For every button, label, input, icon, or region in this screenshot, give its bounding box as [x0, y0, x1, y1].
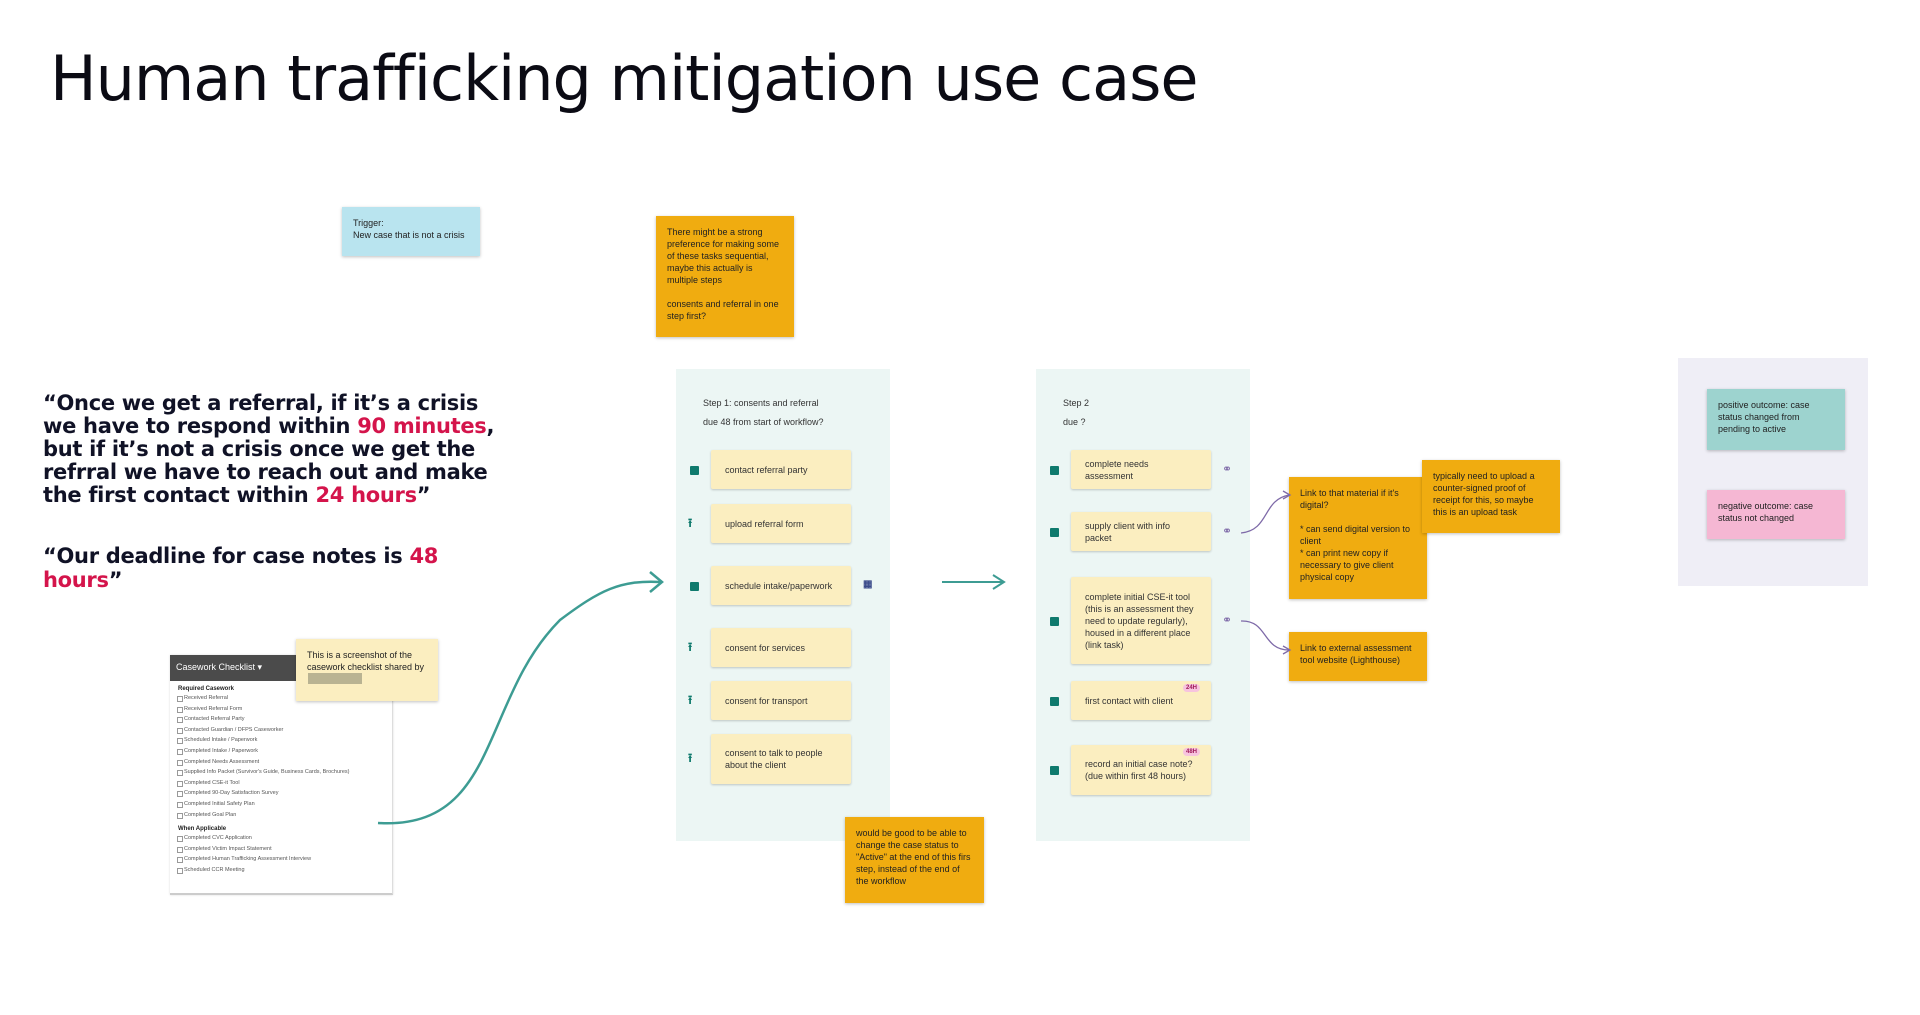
quote-text: “Our deadline for case notes is [43, 544, 410, 568]
upload-icon: ⭱ [688, 751, 693, 765]
checklist-section-heading: Required Casework [178, 686, 235, 692]
upload-icon: ⭱ [688, 692, 693, 707]
task-label: supply client with info packet [1085, 520, 1171, 543]
step1-task-card[interactable]: consent for transport [711, 681, 851, 720]
task-label: upload referral form [725, 518, 804, 529]
external-sticky-note[interactable]: Link to external assessment tool website… [1289, 632, 1427, 681]
deadline-badge: 48H [1183, 748, 1201, 756]
step2-task-card[interactable]: complete initial CSE-it tool (this is an… [1071, 577, 1211, 664]
quote-text: ” [108, 568, 123, 592]
step2-task-card[interactable]: complete needs assessment [1071, 450, 1211, 489]
checklist-item[interactable]: Supplied Info Packet (Survivor's Guide, … [170, 768, 392, 779]
step1-task-card[interactable]: consent to talk to people about the clie… [711, 734, 851, 784]
square-icon [1050, 696, 1059, 706]
task-label: complete needs assessment [1085, 458, 1149, 481]
link-icon[interactable]: ⚭ [1222, 612, 1233, 627]
task-label: consent to talk to people about the clie… [725, 748, 823, 770]
negative-outcome-note[interactable]: negative outcome: case status not change… [1707, 490, 1845, 539]
arrowhead [649, 571, 664, 593]
task-label: consent for services [725, 642, 806, 653]
step1-task-card[interactable]: upload referral form [711, 504, 851, 543]
checklist-item[interactable]: Contacted Guardian / DFPS Caseworker [170, 726, 392, 737]
checklist-title: Casework Checklist [176, 662, 256, 672]
trigger-sticky-note[interactable]: Trigger: New case that is not a crisis [342, 207, 480, 256]
checklist-item[interactable]: Scheduled CCR Meeting [170, 866, 392, 877]
task-label: complete initial CSE-it tool (this is an… [1085, 591, 1194, 650]
material-sticky-note[interactable]: Link to that material if it's digital? *… [1289, 477, 1427, 599]
square-icon [1050, 616, 1059, 626]
step1-title: Step 1: consents and referral [703, 398, 819, 408]
step1-task-card[interactable]: consent for services [711, 628, 851, 667]
checklist-item[interactable]: Received Referral Form [170, 705, 392, 716]
step2-task-card[interactable]: supply client with info packet [1071, 512, 1211, 551]
step1-due: due 48 from start of workflow? [703, 417, 824, 427]
square-icon [690, 465, 699, 475]
quote-text: ” [416, 483, 431, 507]
sequential-sticky-note[interactable]: There might be a strong preference for m… [656, 216, 794, 337]
step2-title: Step 2 [1063, 398, 1090, 408]
checklist-item[interactable]: Completed Victim Impact Statement [170, 845, 392, 856]
quote-highlight: 48 hours [43, 544, 439, 592]
square-icon [1050, 766, 1059, 775]
checklist-item[interactable]: Scheduled Intake / Paperwork [170, 736, 392, 747]
upload-icon: ⭱ [688, 515, 693, 530]
upload-icon: ⭱ [688, 639, 693, 654]
checklist-item[interactable]: Completed CVC Application [170, 834, 392, 845]
quote-highlight: 90 minutes [357, 414, 487, 438]
page-title: Human trafficking mitigation use case [50, 42, 1199, 115]
checklist-item[interactable]: Completed 90-Day Satisfaction Survey [170, 789, 392, 800]
task-label: first contact with client [1085, 695, 1174, 706]
checklist-item[interactable]: Completed Intake / Paperwork [170, 747, 392, 758]
arrowhead [992, 574, 1006, 590]
task-label: record an initial case note? (due within… [1085, 759, 1193, 781]
step2-due: due ? [1063, 417, 1086, 427]
checklist-item[interactable]: Received Referral [170, 694, 392, 705]
checklist-item[interactable]: Completed Human Trafficking Assessment I… [170, 855, 392, 866]
calendar-icon[interactable]: ▦ [863, 578, 873, 590]
task-label: contact referral party [725, 464, 808, 475]
checklist-item[interactable]: Completed Initial Safety Plan [170, 800, 392, 811]
positive-outcome-note[interactable]: positive outcome: case status changed fr… [1707, 389, 1845, 450]
link-icon[interactable]: ⚭ [1222, 523, 1233, 538]
checklist-item[interactable]: Completed CSE-it Tool [170, 779, 392, 790]
square-icon [1050, 527, 1059, 537]
task-label: schedule intake/paperwork [725, 580, 833, 591]
quote-text: “Once we get a referral, if it’s a crisi… [43, 391, 479, 438]
quote-text: , but if it’s not a crisis once we get t… [43, 414, 495, 507]
checklist-to-step1-arrow [377, 580, 661, 825]
square-icon [690, 581, 699, 591]
status-sticky-note[interactable]: would be good to be able to change the c… [845, 817, 984, 903]
upload-sticky-note[interactable]: typically need to upload a counter-signe… [1422, 460, 1560, 533]
step1-task-card[interactable]: contact referral party [711, 450, 851, 489]
checklist-item[interactable]: Completed Goal Plan [170, 811, 392, 822]
square-icon [1050, 465, 1059, 475]
redacted-name [308, 673, 362, 684]
deadline-badge: 24H [1183, 684, 1201, 692]
case-notes-quote: “Our deadline for case notes is 48 hours… [43, 544, 513, 592]
quote-highlight: 24 hours [315, 483, 417, 507]
checklist-sticky-note[interactable]: This is a screenshot of the casework che… [296, 639, 438, 701]
referral-quote: “Once we get a referral, if it’s a crisi… [43, 392, 513, 507]
link-icon[interactable]: ⚭ [1222, 461, 1233, 476]
caret-down-icon: ▾ [257, 662, 263, 672]
task-label: consent for transport [725, 695, 808, 706]
checklist-item[interactable]: Completed Needs Assessment [170, 758, 392, 769]
checklist-item[interactable]: Contacted Referral Party [170, 715, 392, 726]
checklist-section-heading: When Applicable [178, 826, 227, 833]
step1-task-card[interactable]: schedule intake/paperwork [711, 566, 851, 605]
